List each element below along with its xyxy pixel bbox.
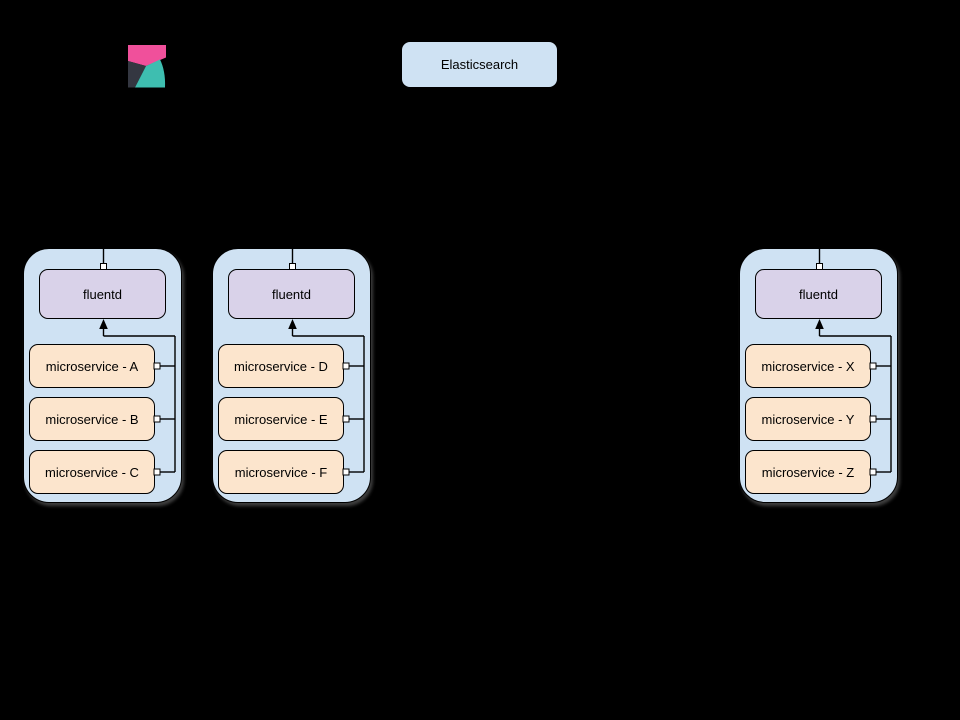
microservice-label: microservice - C [45, 464, 139, 480]
kibana-logo-teal-shape [135, 59, 166, 88]
microservice-label: microservice - D [234, 358, 328, 374]
kibana-logo-dark-shape [128, 61, 146, 88]
microservice-label: microservice - X [761, 358, 855, 374]
arrow-up-icon [288, 319, 297, 329]
node-container: fluentd microservice - D microservice - … [212, 248, 371, 503]
fluentd-box: fluentd [39, 269, 166, 319]
microservice-box: microservice - X [745, 344, 871, 388]
fluentd-label: fluentd [798, 286, 839, 302]
fluentd-box: fluentd [755, 269, 882, 319]
fluentd-label: fluentd [271, 286, 312, 302]
kibana-logo-pink-shape [128, 45, 166, 66]
microservice-box: microservice - F [218, 450, 344, 494]
microservice-box: microservice - A [29, 344, 155, 388]
microservice-box: microservice - B [29, 397, 155, 441]
elasticsearch-box: Elasticsearch [402, 42, 557, 87]
microservice-box: microservice - C [29, 450, 155, 494]
elasticsearch-label: Elasticsearch [440, 57, 519, 72]
kibana-logo-icon [128, 45, 166, 88]
microservice-box: microservice - D [218, 344, 344, 388]
node-container: fluentd microservice - A microservice - … [23, 248, 182, 503]
fluentd-label: fluentd [82, 286, 123, 302]
microservice-label: microservice - Z [761, 464, 855, 480]
microservice-box: microservice - E [218, 397, 344, 441]
node-container: fluentd microservice - X microservice - … [739, 248, 898, 503]
microservice-label: microservice - Y [761, 411, 855, 427]
microservice-label: microservice - A [45, 358, 139, 374]
microservice-label: microservice - F [234, 464, 328, 480]
microservice-box: microservice - Y [745, 397, 871, 441]
microservice-label: microservice - B [45, 411, 139, 427]
microservice-box: microservice - Z [745, 450, 871, 494]
arrow-up-icon [99, 319, 108, 329]
fluentd-box: fluentd [228, 269, 355, 319]
arrow-up-icon [815, 319, 824, 329]
microservice-label: microservice - E [234, 411, 328, 427]
